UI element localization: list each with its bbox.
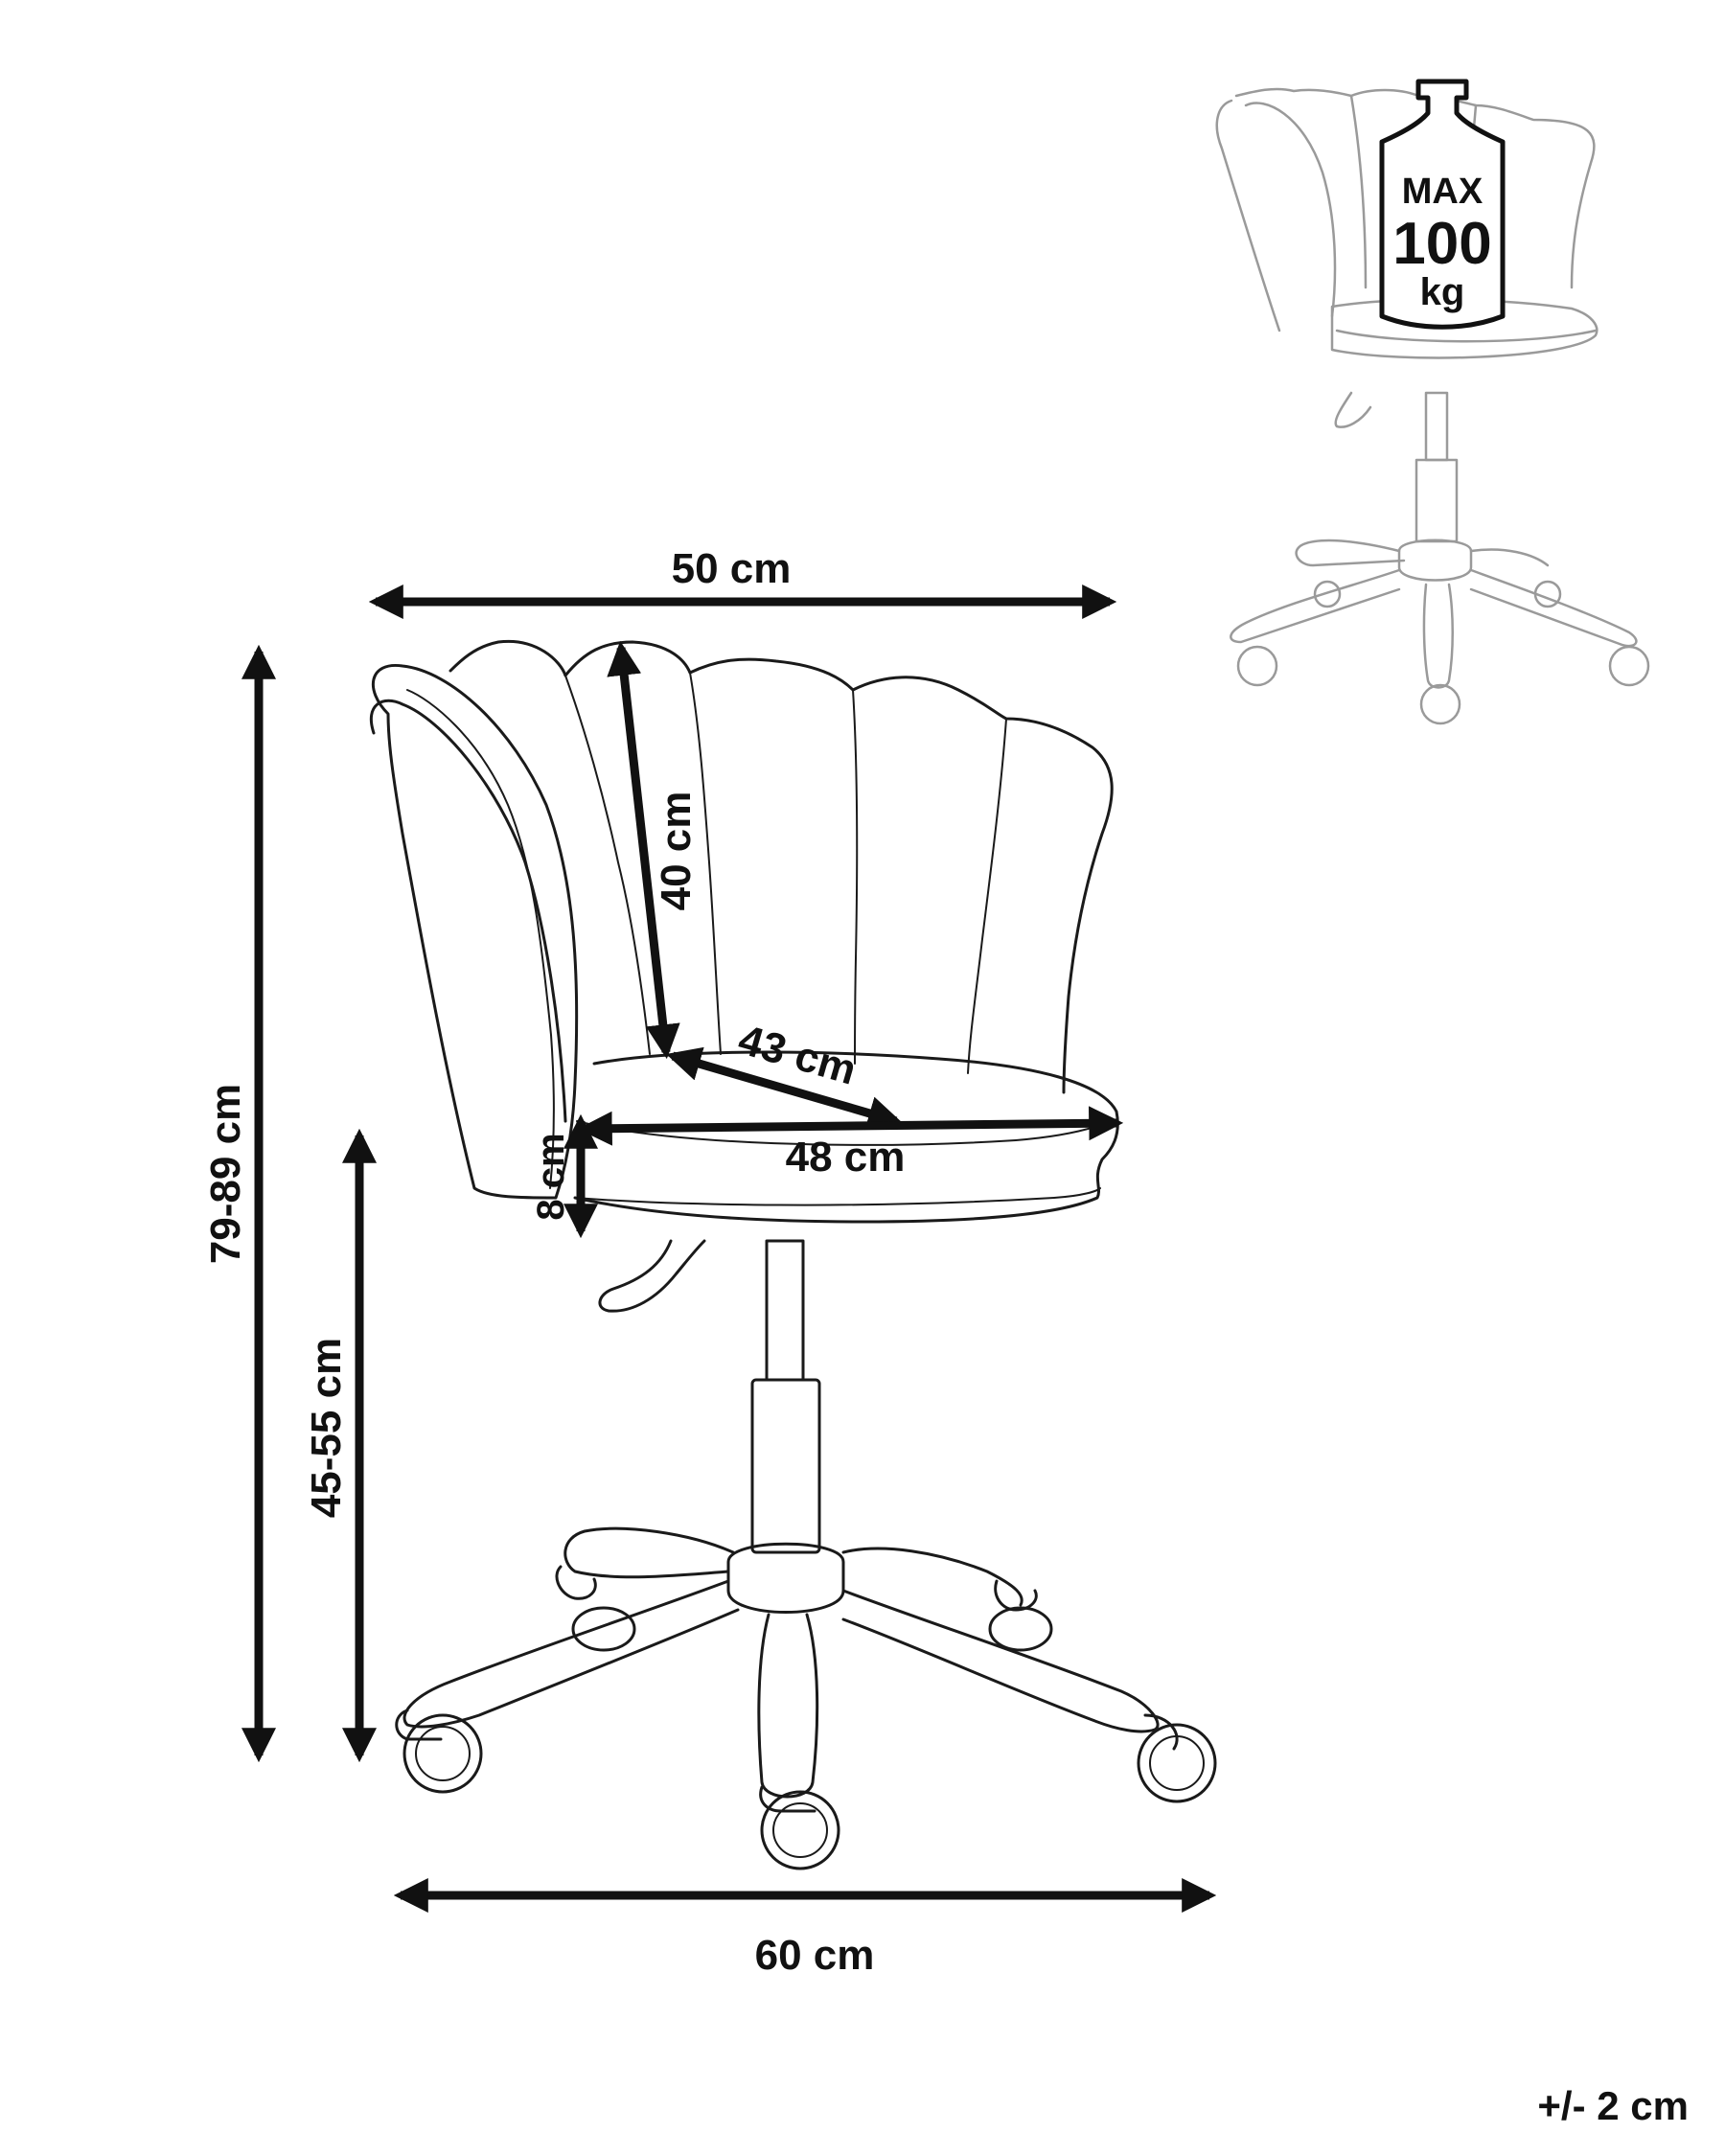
main-chair-drawing [369,639,1217,1870]
seat-thickness-label: 8 cm [530,1133,572,1220]
tolerance-label: +/- 2 cm [1537,2083,1689,2128]
seat-width-label: 48 cm [786,1134,906,1181]
max-weight-icon: MAX 100 kg [1379,79,1506,330]
total-height-label: 79-89 cm [202,1084,249,1264]
overall-width-label: 50 cm [672,545,792,592]
base-width-label: 60 cm [755,1932,875,1979]
backrest-height-arrow [607,640,680,1060]
seat-height-label: 45-55 cm [303,1338,350,1518]
weight-unit-label: kg [1420,271,1465,313]
seat-width-arrow [577,1106,1124,1146]
backrest-height-label: 40 cm [653,791,700,911]
weight-value-label: 100 [1392,211,1491,277]
weight-max-label: MAX [1402,172,1484,212]
